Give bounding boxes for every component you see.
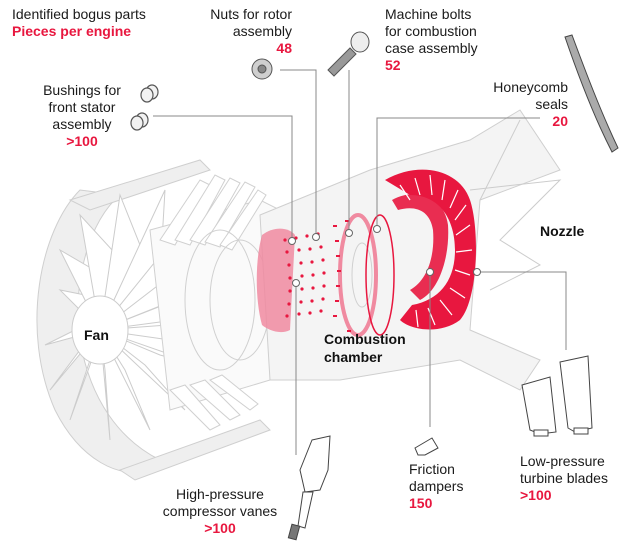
turbine-blade-icon <box>521 355 593 437</box>
leader-bushings <box>153 115 293 240</box>
part-name: Nuts for rotor <box>210 6 292 22</box>
section-label-combustion: Combustion chamber <box>324 330 406 366</box>
part-label-dampers: Friction dampers 150 <box>409 461 489 512</box>
hp-compressor-highlight <box>256 228 326 333</box>
nut-icon <box>251 58 273 80</box>
part-label-blades: Low-pressure turbine blades >100 <box>520 453 635 504</box>
fan-hub <box>71 295 129 365</box>
part-name: Bushings for <box>43 82 121 98</box>
legend-title: Identified bogus parts <box>12 6 146 22</box>
leader-honeycomb <box>376 117 540 228</box>
core-casing <box>259 109 561 391</box>
part-count: >100 <box>66 133 98 149</box>
leader-blades <box>477 271 567 350</box>
part-name: for combustion <box>385 23 477 39</box>
part-name: High-pressure <box>176 486 264 502</box>
part-name: turbine blades <box>520 470 608 486</box>
friction-damper-icon <box>414 437 439 456</box>
part-count: >100 <box>520 487 552 503</box>
part-count: 150 <box>409 495 433 511</box>
combustion-ring <box>333 213 395 337</box>
section-label-fan: Fan <box>84 327 109 343</box>
leader-endpoints <box>288 225 481 287</box>
part-name: assembly <box>52 116 112 132</box>
legend-subtitle: Pieces per engine <box>12 23 132 39</box>
section-label-nozzle: Nozzle <box>540 223 585 239</box>
part-label-nuts: Nuts for rotor assembly 48 <box>190 6 292 57</box>
combustion-line-2: chamber <box>324 349 383 365</box>
bushing-icon <box>130 84 159 131</box>
part-count: 52 <box>385 57 401 73</box>
part-count: >100 <box>204 520 236 536</box>
part-name: compressor vanes <box>162 503 278 519</box>
compressor <box>149 174 281 431</box>
part-label-bolts: Machine bolts for combustion case assemb… <box>385 6 505 74</box>
combustion-line-1: Combustion <box>324 331 406 347</box>
part-name: Friction <box>409 461 455 477</box>
nozzle-outline <box>469 119 562 291</box>
part-label-bushings: Bushings for front stator assembly >100 <box>30 82 134 150</box>
part-label-vanes: High-pressure compressor vanes >100 <box>155 486 285 537</box>
part-name: case assembly <box>385 40 478 56</box>
bolt-icon <box>327 31 370 77</box>
part-name: Low-pressure <box>520 453 605 469</box>
legend: Identified bogus parts Pieces per engine <box>12 6 146 40</box>
turbine-highlight <box>385 169 476 330</box>
compressor-vane-icon <box>287 435 331 541</box>
part-name: front stator <box>48 99 116 115</box>
leader-lines <box>153 69 567 455</box>
part-count: 48 <box>276 40 292 56</box>
part-name: Machine bolts <box>385 6 472 22</box>
honeycomb-seal-icon <box>564 34 619 153</box>
part-name: seals <box>535 96 568 112</box>
part-name: assembly <box>232 23 292 39</box>
part-name: Honeycomb <box>493 79 568 95</box>
part-count: 20 <box>552 113 568 129</box>
part-name: dampers <box>409 478 464 494</box>
part-label-honeycomb: Honeycomb seals 20 <box>470 79 568 130</box>
leader-nuts <box>280 69 317 236</box>
